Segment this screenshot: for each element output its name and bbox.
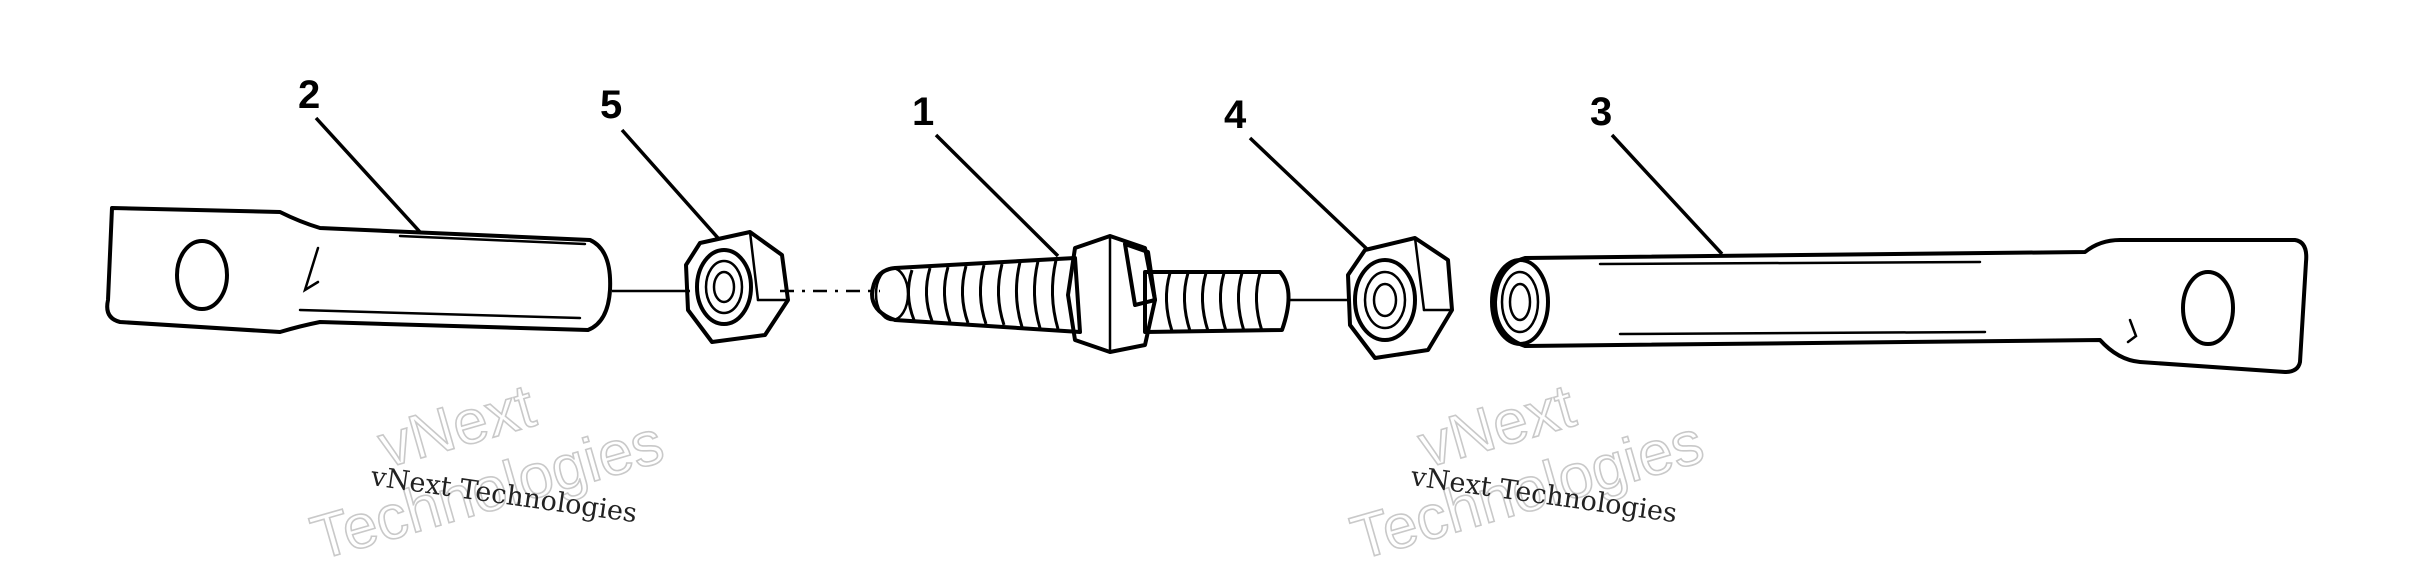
callout-1: 1 <box>912 90 934 134</box>
part-1-threaded-adjuster <box>870 234 1291 354</box>
callout-4: 4 <box>1224 93 1247 137</box>
watermark-left: vNext Technologies vNext Technologies <box>303 371 672 570</box>
part-4-jam-nut <box>1346 236 1454 360</box>
callout-leaders <box>314 116 1724 258</box>
callout-2: 2 <box>298 73 320 117</box>
watermark-right: vNext Technologies vNext Technologies <box>1343 371 1712 570</box>
callout-5: 5 <box>600 83 622 127</box>
part-2-rod-end <box>105 206 613 334</box>
assembly-axis <box>612 289 1350 302</box>
part-5-jam-nut <box>684 230 790 344</box>
part-3-rod-end <box>1490 238 2309 374</box>
thread-lines <box>907 259 1264 332</box>
callout-labels: 2 5 1 4 3 <box>298 73 1612 137</box>
callout-3: 3 <box>1590 90 1612 134</box>
